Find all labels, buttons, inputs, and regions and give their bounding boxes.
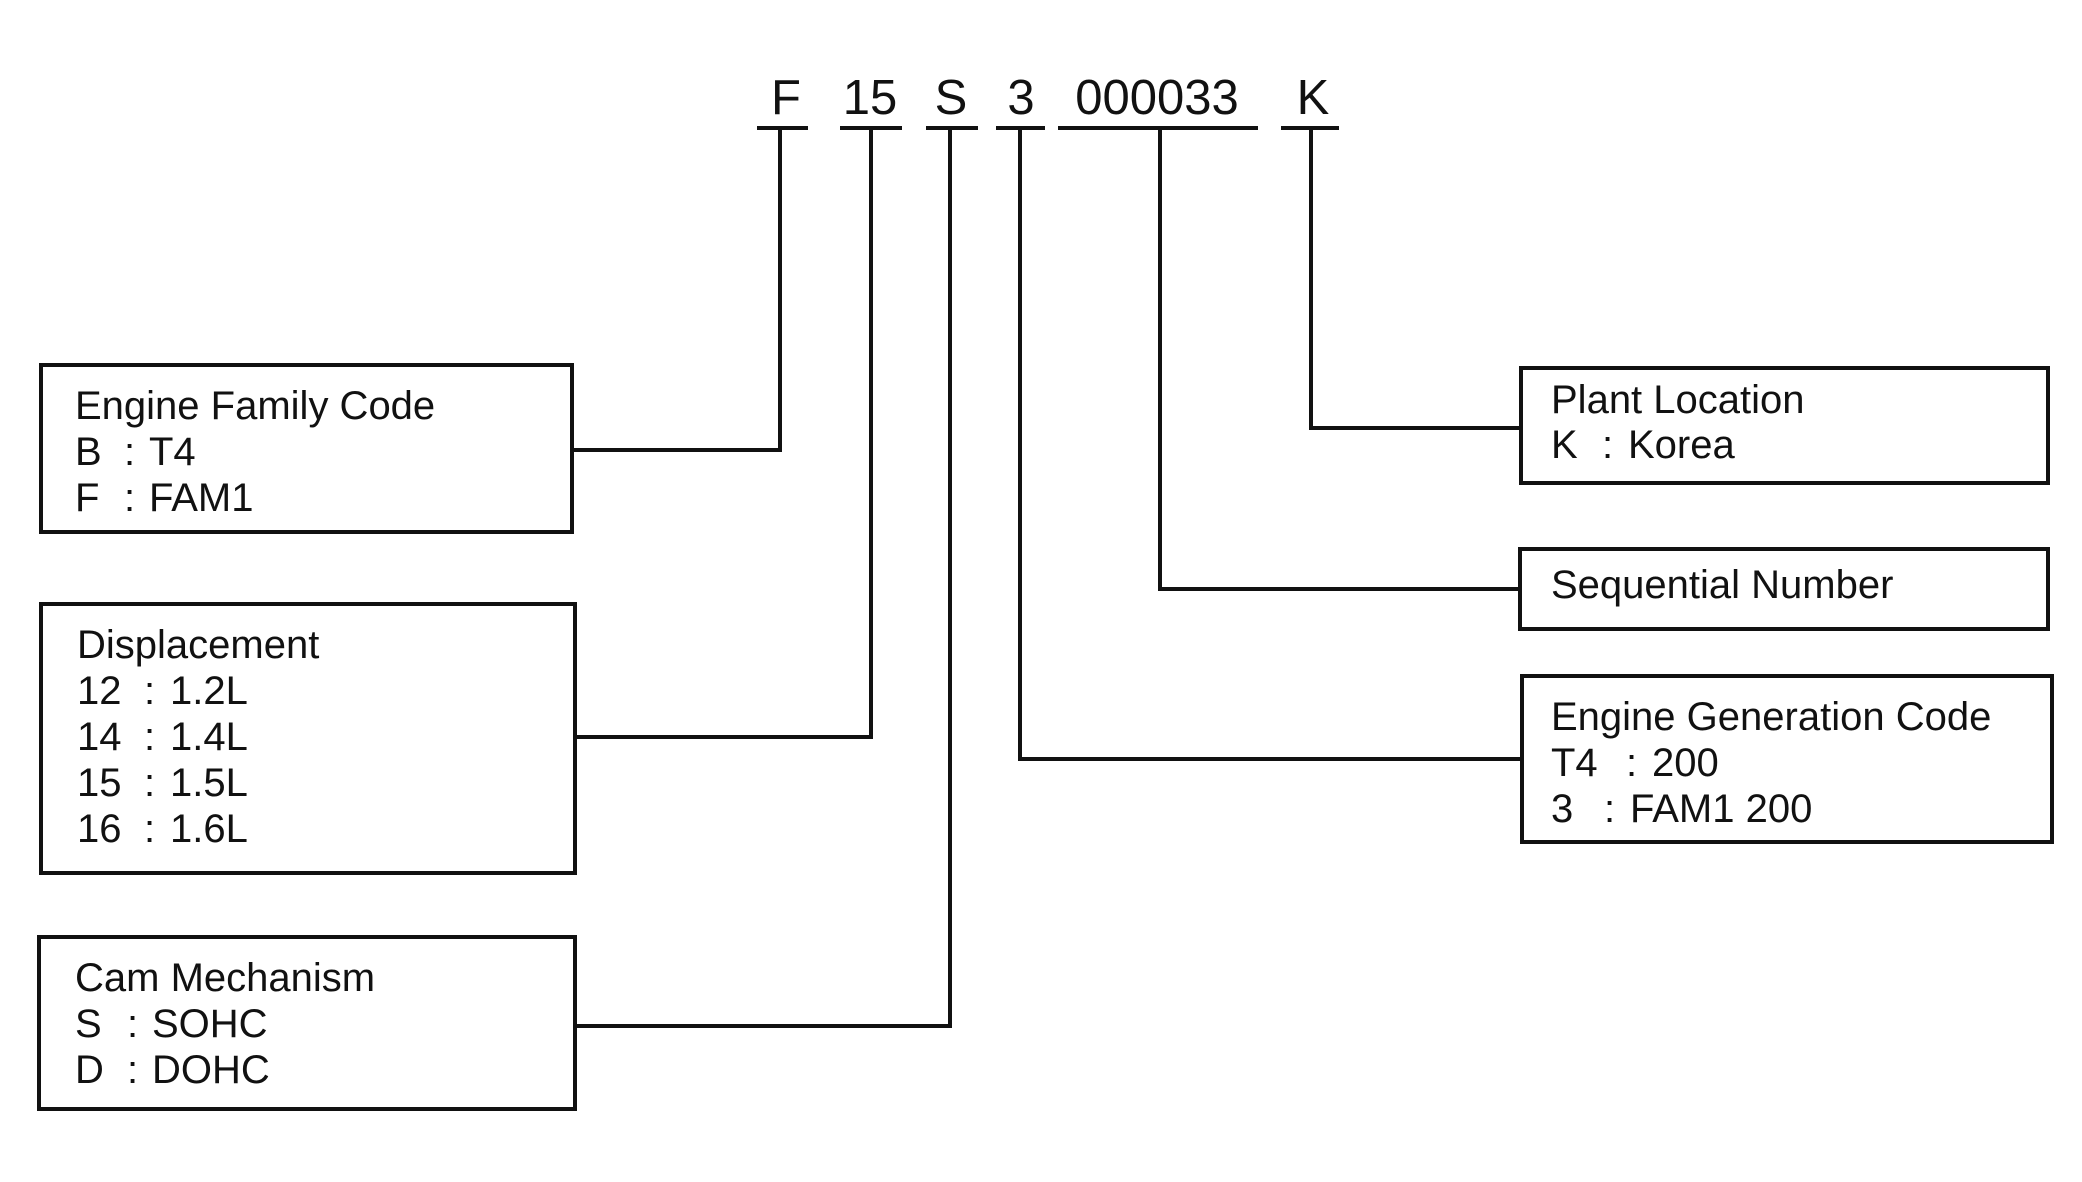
leader-line-displacement xyxy=(573,126,873,739)
row-value: Korea xyxy=(1628,423,1735,467)
row-value: SOHC xyxy=(152,1002,268,1046)
code-segment-plant: K xyxy=(1297,71,1330,125)
row-key: K xyxy=(1551,423,1578,467)
row-separator: : xyxy=(124,476,135,520)
code-segment-family: F xyxy=(771,71,801,125)
row-separator: : xyxy=(1604,787,1615,831)
row-value: 200 xyxy=(1652,741,1719,785)
row-key: 16 xyxy=(77,807,122,851)
leader-line-cam xyxy=(573,126,952,1028)
engine-generation-code-box: Engine Generation Code T4 : 200 3 : FAM1… xyxy=(1520,674,2054,844)
row-value: 1.2L xyxy=(170,669,248,713)
row-key: 12 xyxy=(77,669,122,713)
row-key: B xyxy=(75,430,102,474)
row-separator: : xyxy=(144,807,155,851)
row-value: DOHC xyxy=(152,1048,270,1092)
row-value: 1.5L xyxy=(170,761,248,805)
row-separator: : xyxy=(144,669,155,713)
row-key: F xyxy=(75,476,99,520)
row-key: 15 xyxy=(77,761,122,805)
cam-mechanism-box: Cam Mechanism S : SOHC D : DOHC xyxy=(37,935,577,1111)
box-title: Plant Location xyxy=(1551,378,1805,422)
row-value: 1.4L xyxy=(170,715,248,759)
row-separator: : xyxy=(1602,423,1613,467)
leader-line-family xyxy=(570,126,782,452)
leader-lines xyxy=(570,126,1524,1028)
box-title: Displacement xyxy=(77,623,319,667)
row-value: 1.6L xyxy=(170,807,248,851)
row-key: 14 xyxy=(77,715,122,759)
box-title: Sequential Number xyxy=(1551,563,1893,607)
code-segment-sequential: 000033 xyxy=(1075,71,1239,125)
row-separator: : xyxy=(144,715,155,759)
code-segment-cam: S xyxy=(935,71,968,125)
box-title: Cam Mechanism xyxy=(75,956,375,1000)
leader-line-plant xyxy=(1309,126,1523,430)
row-value: FAM1 200 xyxy=(1630,787,1812,831)
row-separator: : xyxy=(127,1048,138,1092)
row-value: FAM1 xyxy=(149,476,253,520)
leader-line-sequential xyxy=(1158,126,1522,591)
row-separator: : xyxy=(1626,741,1637,785)
engine-code: F 15 S 3 000033 K xyxy=(771,71,1330,125)
box-title: Engine Family Code xyxy=(75,384,435,428)
displacement-box: Displacement 12 : 1.2L 14 : 1.4L 15 : 1.… xyxy=(39,602,577,875)
code-segment-generation: 3 xyxy=(1007,71,1034,125)
row-key: D xyxy=(75,1048,104,1092)
row-key: 3 xyxy=(1551,787,1573,831)
box-title: Engine Generation Code xyxy=(1551,695,1991,739)
row-key: S xyxy=(75,1002,102,1046)
row-separator: : xyxy=(127,1002,138,1046)
row-separator: : xyxy=(144,761,155,805)
plant-location-box: Plant Location K : Korea xyxy=(1519,366,2050,485)
row-separator: : xyxy=(124,430,135,474)
engine-family-code-box: Engine Family Code B : T4 F : FAM1 xyxy=(39,363,574,534)
sequential-number-box: Sequential Number xyxy=(1518,547,2050,631)
row-key: T4 xyxy=(1551,741,1598,785)
row-value: T4 xyxy=(149,430,196,474)
code-segment-displacement: 15 xyxy=(843,71,898,125)
leader-line-generation xyxy=(1018,126,1524,761)
